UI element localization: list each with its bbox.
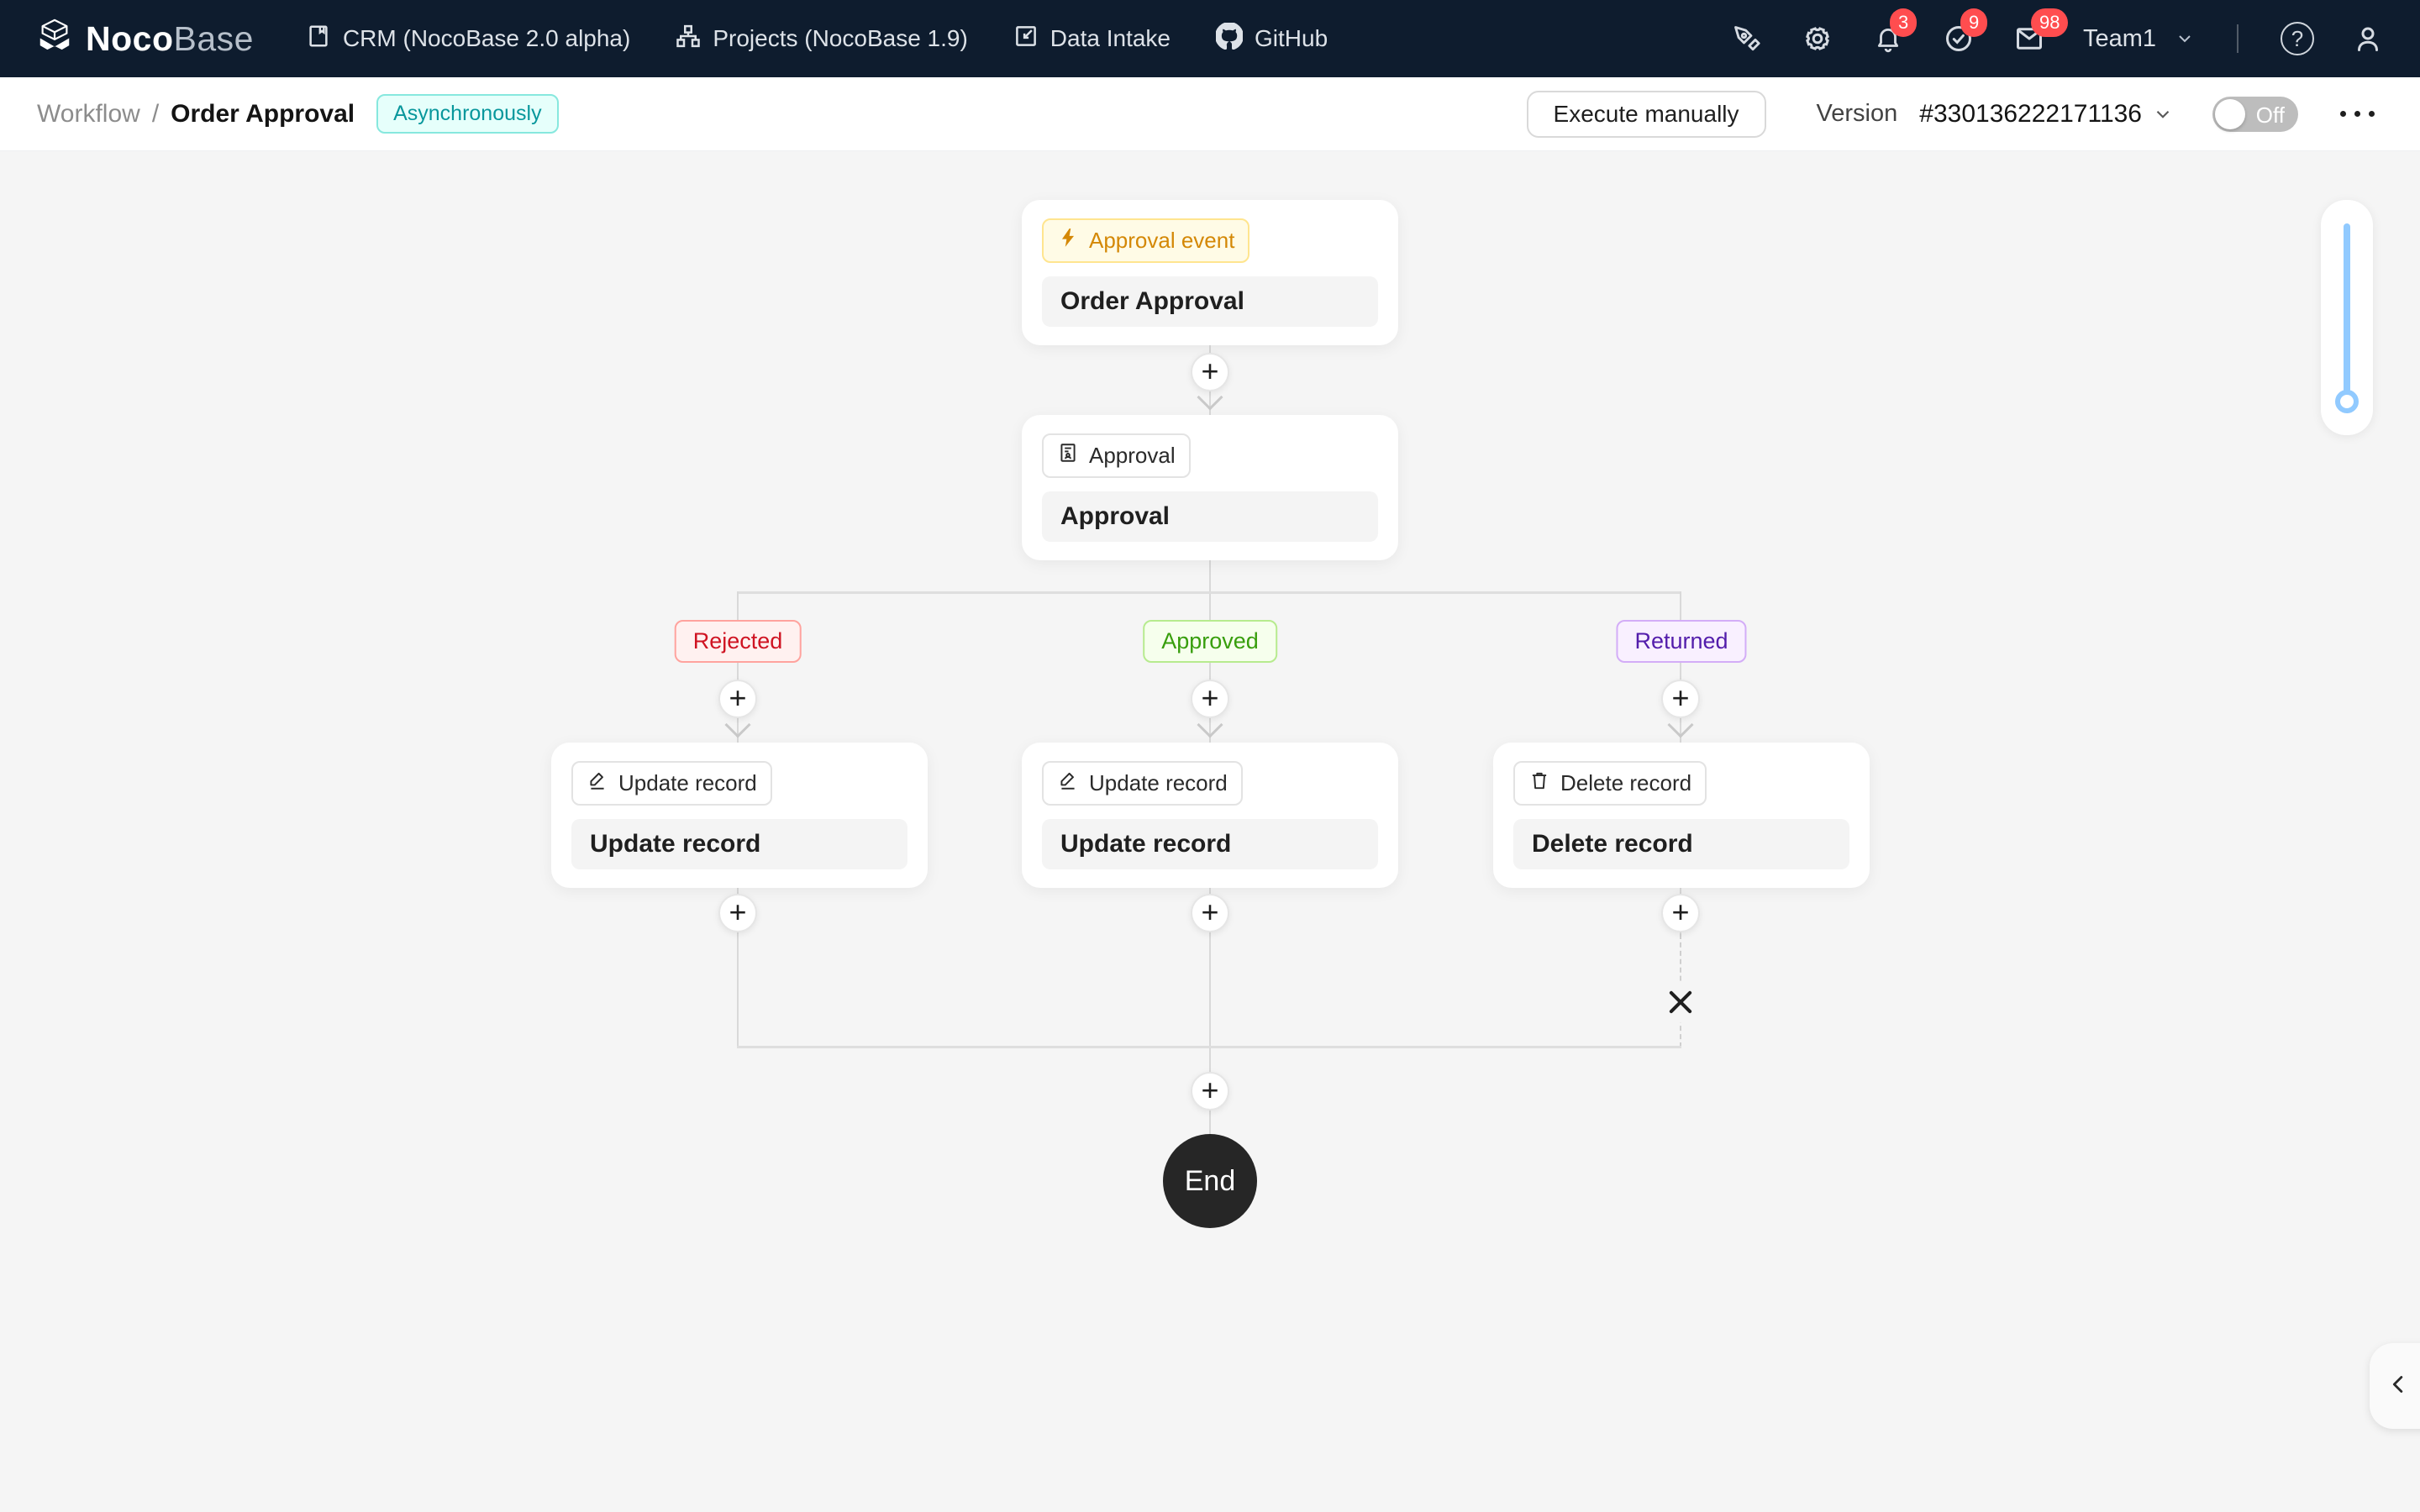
approval-tag-label: Approval	[1089, 443, 1176, 468]
chevron-down-icon	[2152, 103, 2174, 125]
connector-line	[737, 872, 739, 1048]
update-record-node-rejected[interactable]: Update record Update record	[551, 743, 928, 888]
bell-badge: 3	[1889, 8, 1918, 37]
node-tag-label: Delete record	[1560, 770, 1692, 795]
chevron-left-icon	[2385, 1370, 2413, 1403]
top-navbar: NocoBase CRM (NocoBase 2.0 alpha) Pr	[0, 0, 2420, 77]
toggle-knob	[2215, 98, 2245, 129]
nav-item-label: CRM (NocoBase 2.0 alpha)	[342, 25, 631, 51]
add-node-button[interactable]: +	[1191, 680, 1229, 718]
node-tag-label: Update record	[618, 770, 757, 795]
nav-item-label: GitHub	[1255, 25, 1328, 51]
toggle-state-label: Off	[2255, 102, 2285, 128]
help-symbol: ?	[2291, 25, 2304, 51]
team-label: Team1	[2082, 24, 2156, 52]
update-record-node-approved[interactable]: Update record Update record	[1022, 743, 1398, 888]
node-name: Update record	[1042, 819, 1378, 869]
update-record-tag: Update record	[1042, 761, 1243, 806]
pen-underline-icon	[1057, 769, 1079, 797]
delete-record-tag: Delete record	[1513, 761, 1707, 806]
delete-record-node-returned[interactable]: Delete record Delete record	[1493, 743, 1870, 888]
workflow-canvas: Approval event Order Approval + Approval…	[0, 151, 2420, 1512]
trigger-tag-label: Approval event	[1089, 228, 1235, 253]
trash-icon	[1528, 769, 1550, 797]
nav-right-group: 3 9 98 Team1 ?	[1730, 8, 2385, 55]
approval-node[interactable]: Approval Approval	[1022, 415, 1398, 560]
trigger-node-name: Order Approval	[1042, 276, 1378, 327]
nav-item-projects[interactable]: Projects (NocoBase 1.9)	[676, 24, 968, 55]
org-chart-icon	[676, 24, 701, 55]
version-selector[interactable]: Version #330136222171136	[1817, 100, 2174, 129]
team-selector[interactable]: Team1	[2083, 25, 2195, 53]
add-node-button[interactable]: +	[1661, 894, 1700, 932]
approval-node-name: Approval	[1042, 491, 1378, 542]
add-node-button[interactable]: +	[1191, 353, 1229, 391]
check-circle-icon[interactable]: 9	[1942, 8, 1988, 55]
bell-icon[interactable]: 3	[1871, 8, 1918, 55]
branch-chip-approved[interactable]: Approved	[1143, 620, 1277, 663]
nav-item-github[interactable]: GitHub	[1214, 21, 1328, 55]
mail-badge: 98	[2030, 8, 2069, 37]
add-node-button[interactable]: +	[718, 680, 757, 718]
help-icon[interactable]: ?	[2281, 22, 2314, 55]
chevron-down-icon	[2175, 29, 2195, 49]
workflow-toolbar: Workflow / Order Approval Asynchronously…	[0, 77, 2420, 151]
trigger-node-tag: Approval event	[1042, 218, 1250, 263]
zoom-slider-handle[interactable]	[2335, 390, 2359, 413]
nav-item-crm[interactable]: CRM (NocoBase 2.0 alpha)	[306, 24, 630, 55]
update-record-tag: Update record	[571, 761, 772, 806]
node-tag-label: Update record	[1089, 770, 1228, 795]
collapse-panel-button[interactable]	[2370, 1343, 2420, 1429]
zoom-slider-track[interactable]	[2344, 223, 2350, 402]
add-node-button[interactable]: +	[1661, 680, 1700, 718]
file-icon	[306, 24, 331, 55]
pen-tool-icon[interactable]	[1730, 22, 1764, 55]
branch-chip-returned[interactable]: Returned	[1616, 620, 1747, 663]
connector-line	[1680, 591, 1681, 743]
branch-split-line	[737, 591, 1681, 594]
page-title: Order Approval	[171, 99, 355, 128]
branch-chip-rejected[interactable]: Rejected	[674, 620, 802, 663]
pen-underline-icon	[587, 769, 608, 797]
todo-badge: 9	[1960, 8, 1988, 37]
github-icon	[1214, 21, 1244, 55]
version-label: Version	[1816, 100, 1898, 127]
add-node-button[interactable]: +	[1191, 1072, 1229, 1110]
add-node-button[interactable]: +	[718, 894, 757, 932]
end-node: End	[1163, 1134, 1257, 1228]
branch-join-line	[737, 1046, 1681, 1048]
logo-wordmark: NocoBase	[86, 18, 254, 58]
mail-icon[interactable]: 98	[2012, 8, 2069, 55]
trigger-node-order-approval[interactable]: Approval event Order Approval	[1022, 200, 1398, 345]
approval-node-tag: Approval	[1042, 433, 1191, 478]
node-name: Update record	[571, 819, 908, 869]
execute-manually-button[interactable]: Execute manually	[1526, 90, 1766, 138]
nav-item-data-intake[interactable]: Data Intake	[1013, 24, 1171, 55]
approval-doc-icon	[1057, 442, 1079, 470]
form-icon	[1013, 24, 1039, 55]
node-name: Delete record	[1513, 819, 1849, 869]
more-options-button[interactable]	[2332, 102, 2383, 125]
connector-line	[737, 591, 739, 743]
end-branch-x-icon[interactable]	[1660, 982, 1701, 1022]
nocobase-logo-icon	[35, 18, 74, 60]
nav-item-label: Data Intake	[1050, 25, 1171, 51]
version-value: #330136222171136	[1919, 99, 2142, 128]
nav-menu: CRM (NocoBase 2.0 alpha) Projects (NocoB…	[306, 21, 1328, 55]
user-icon[interactable]	[2351, 22, 2385, 55]
nav-divider	[2237, 24, 2238, 53]
zoom-slider	[2321, 200, 2373, 435]
async-mode-badge: Asynchronously	[376, 94, 559, 134]
breadcrumb-separator: /	[151, 99, 160, 128]
lightning-icon	[1057, 227, 1079, 255]
gear-icon[interactable]	[1801, 22, 1834, 55]
breadcrumb-workflow[interactable]: Workflow	[37, 99, 140, 128]
workflow-enabled-toggle[interactable]: Off	[2212, 96, 2298, 132]
add-node-button[interactable]: +	[1191, 894, 1229, 932]
nocobase-logo[interactable]: NocoBase	[35, 18, 254, 60]
connector-line	[1209, 872, 1211, 1136]
nav-item-label: Projects (NocoBase 1.9)	[713, 25, 968, 51]
